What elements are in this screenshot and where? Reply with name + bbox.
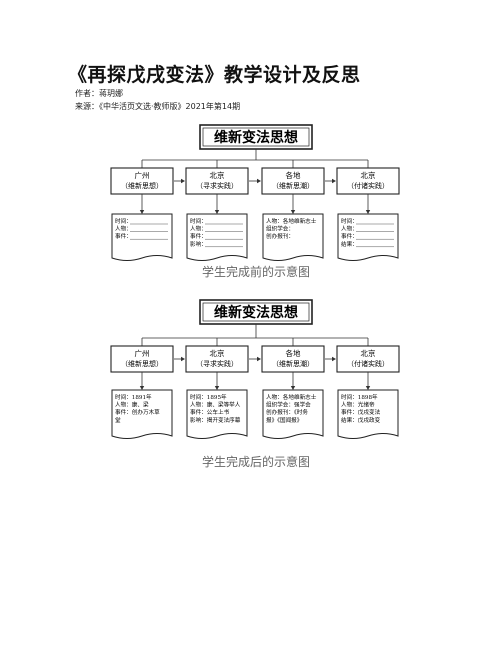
figure-before-completion: 维新变法思想广州（维新思想）时间：人物：事件：北京（寻求实践）时间：人物：事件：… — [104, 122, 407, 292]
header-text: 维新变法思想 — [214, 304, 298, 321]
stage-place: 北京 — [361, 170, 376, 180]
document-author: 作者：蒋玥娜 — [75, 89, 123, 98]
stage-place: 北京 — [210, 348, 225, 358]
stage-box: 北京（付诸实践） — [336, 167, 400, 195]
note-line: 人物：光绪帝 — [341, 401, 375, 409]
stage-subtitle: （维新思想） — [121, 359, 163, 368]
note-line: 时间：1898年 — [341, 393, 378, 401]
stage-subtitle: （维新思想） — [121, 181, 163, 190]
flow-arrow — [249, 178, 261, 184]
note-line: 报》《国闻报》 — [266, 416, 302, 424]
note-line: 影响：揭开变法序幕 — [190, 416, 241, 424]
note-line: 时间： — [341, 217, 358, 225]
diagram-caption: 学生完成前的示意图 — [202, 264, 310, 279]
note-line: 人物：康、梁等举人 — [190, 401, 241, 409]
note-line: 创办报刊： — [266, 232, 294, 240]
stage-subtitle: （寻求实践） — [196, 359, 238, 368]
note-line: 人物： — [341, 225, 358, 233]
down-arrow — [139, 372, 145, 390]
down-arrow — [290, 194, 296, 214]
note-line: 事件： — [115, 232, 132, 240]
stage-place: 北京 — [361, 348, 376, 358]
note-line: 事件：戊戌变法 — [341, 408, 381, 416]
note-line: 人物：康、梁 — [115, 401, 149, 409]
note-line: 时间：1895年 — [190, 393, 227, 401]
connector-lines — [141, 149, 369, 168]
document-source: 来源：《中华活页文选·教师版》2021年第14期 — [75, 102, 241, 111]
note-line: 时间： — [115, 217, 132, 225]
stage-place: 广州 — [135, 170, 150, 180]
note-line: 影响： — [190, 240, 207, 248]
note-line: 人物： — [190, 225, 207, 233]
header-box: 维新变法思想 — [199, 299, 313, 325]
stage-box: 北京（付诸实践） — [336, 345, 400, 373]
header-text: 维新变法思想 — [214, 129, 298, 146]
stage-subtitle: （付诸实践） — [347, 359, 389, 368]
note-line: 人物：各地维新志士 — [266, 393, 317, 401]
note-card: 时间：人物：事件：影响： — [186, 213, 248, 261]
stage-box: 北京（寻求实践） — [185, 167, 249, 195]
stage-box: 广州（维新思想） — [110, 167, 174, 195]
stage-subtitle: （维新思潮） — [272, 359, 314, 368]
stage-box: 北京（寻求实践） — [185, 345, 249, 373]
diagram-before: 维新变法思想广州（维新思想）时间：人物：事件：北京（寻求实践）时间：人物：事件：… — [110, 124, 400, 279]
note-line: 事件： — [341, 232, 358, 240]
note-line: 组织学会： — [266, 225, 294, 233]
note-line: 结果： — [341, 240, 358, 248]
note-card: 时间：人物：事件：结果： — [337, 213, 399, 261]
note-line: 堂 — [115, 416, 121, 424]
down-arrow — [214, 372, 220, 390]
down-arrow — [365, 372, 371, 390]
diagram-after: 维新变法思想广州（维新思想）时间：1891年人物：康、梁事件：创办万木草堂北京（… — [110, 299, 400, 469]
flow-arrow — [174, 356, 185, 362]
flow-arrow — [249, 356, 261, 362]
note-line: 时间： — [190, 217, 207, 225]
document-title: 《再探戊戌变法》教学设计及反思 — [68, 64, 361, 86]
diagram-caption: 学生完成后的示意图 — [202, 454, 310, 469]
stage-place: 各地 — [286, 170, 301, 180]
stage-box: 各地（维新思潮） — [261, 345, 325, 373]
header-box: 维新变法思想 — [199, 124, 313, 150]
flow-arrow — [325, 356, 336, 362]
connector-lines — [141, 324, 369, 346]
down-arrow — [290, 372, 296, 390]
note-line: 结果：戊戌政变 — [341, 416, 381, 424]
note-line: 人物： — [115, 225, 132, 233]
stage-place: 广州 — [135, 348, 150, 358]
note-line: 组织学会：强学会 — [266, 401, 311, 409]
down-arrow — [365, 194, 371, 214]
down-arrow — [214, 194, 220, 214]
note-line: 事件： — [190, 232, 207, 240]
note-line: 时间：1891年 — [115, 393, 152, 401]
stage-box: 广州（维新思想） — [110, 345, 174, 373]
stage-subtitle: （维新思潮） — [272, 181, 314, 190]
note-card: 时间：人物：事件： — [111, 213, 173, 261]
flow-arrow — [325, 178, 336, 184]
note-line: 创办报刊：《时务 — [266, 408, 308, 416]
flow-arrow — [174, 178, 185, 184]
stage-place: 各地 — [286, 348, 301, 358]
stage-box: 各地（维新思潮） — [261, 167, 325, 195]
note-line: 人物：各地维新志士 — [266, 217, 317, 225]
stage-subtitle: （付诸实践） — [347, 181, 389, 190]
down-arrow — [139, 194, 145, 214]
stage-place: 北京 — [210, 170, 225, 180]
note-line: 事件：创办万木草 — [115, 408, 160, 416]
stage-subtitle: （寻求实践） — [196, 181, 238, 190]
note-line: 事件：公车上书 — [190, 408, 230, 416]
figure-after-completion: 维新变法思想广州（维新思想）时间：1891年人物：康、梁事件：创办万木草堂北京（… — [104, 296, 407, 472]
